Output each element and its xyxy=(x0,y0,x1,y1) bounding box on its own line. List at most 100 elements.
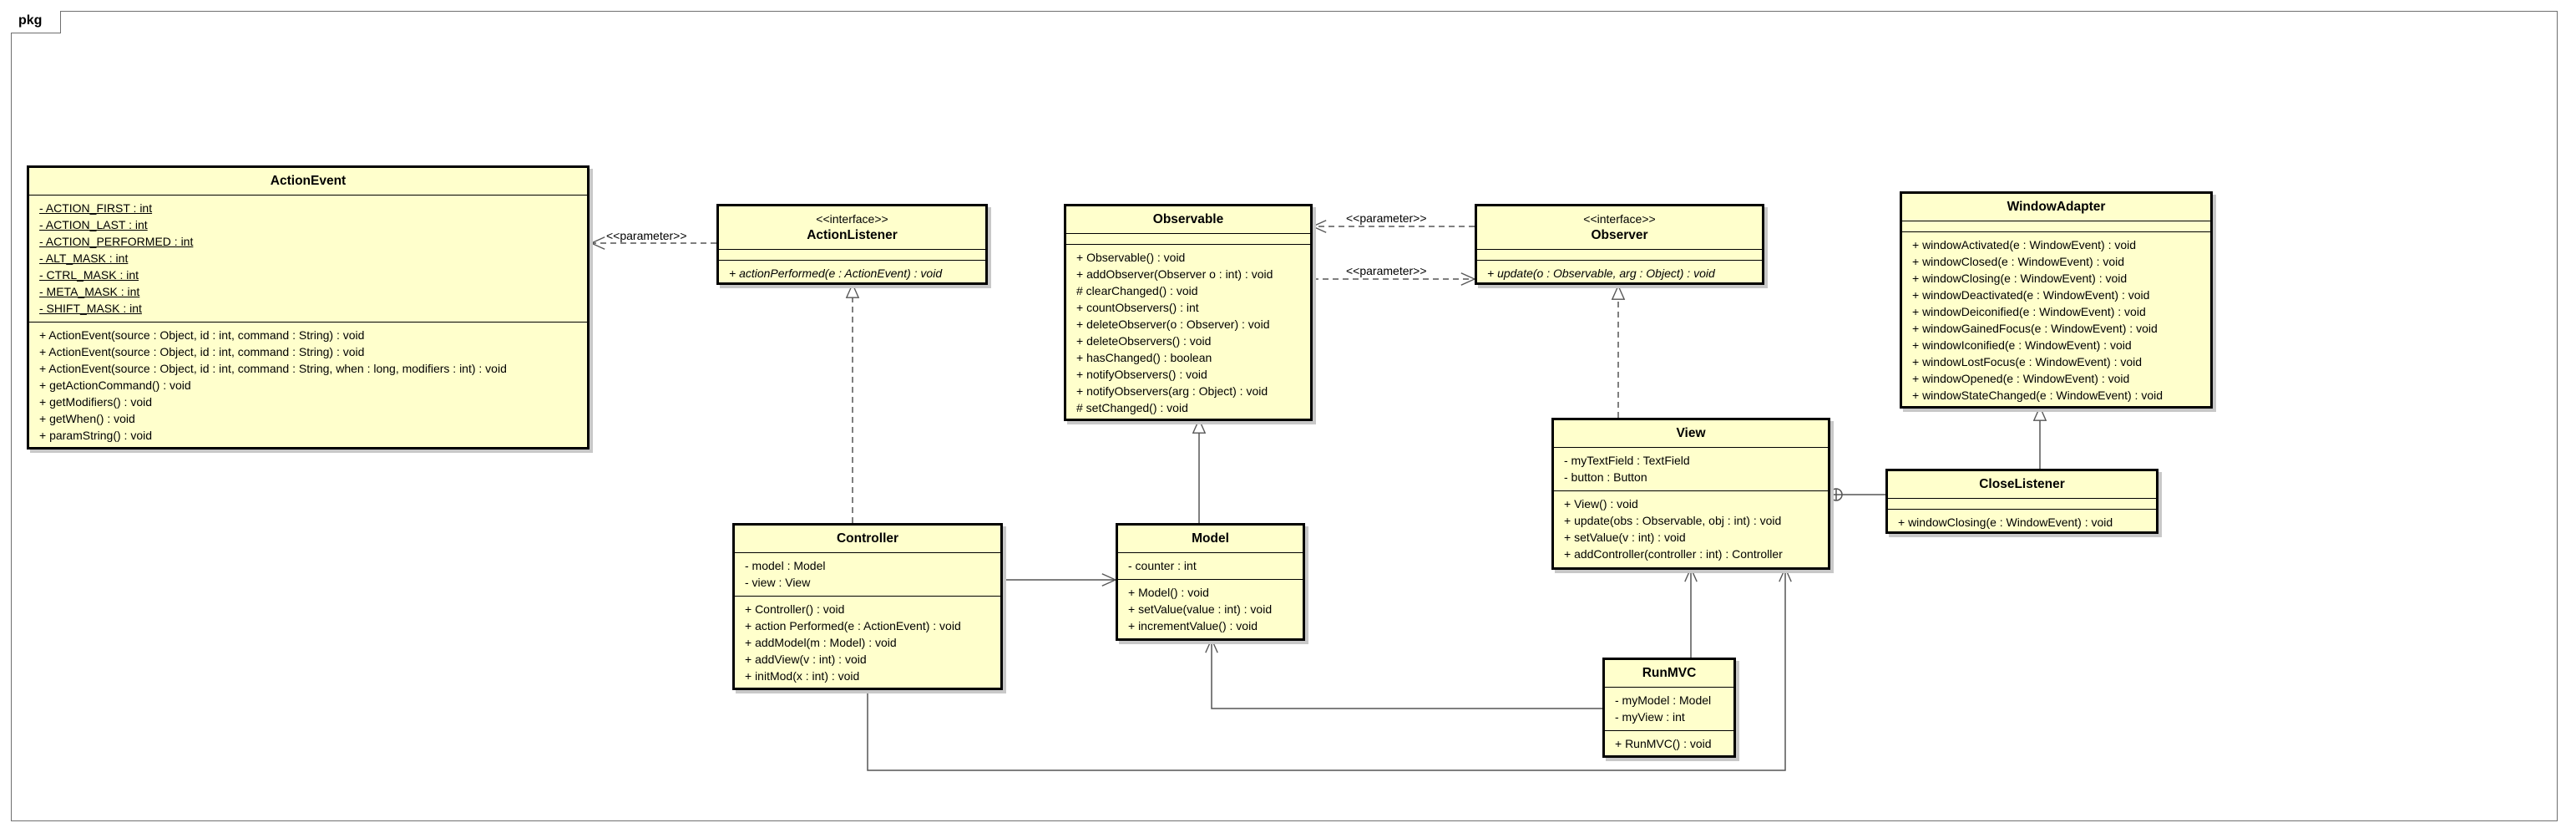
operation: + actionPerformed(e : ActionEvent) : voi… xyxy=(729,267,943,280)
class-name: View xyxy=(1676,426,1706,440)
operation: + windowClosed(e : WindowEvent) : void xyxy=(1912,255,2125,268)
attributes-compartment xyxy=(1888,499,2156,510)
class-name: WindowAdapter xyxy=(2007,200,2106,214)
operation: + hasChanged() : boolean xyxy=(1076,351,1212,364)
edge-label-parameter: <<parameter>> xyxy=(1346,264,1427,277)
class-name: ActionListener xyxy=(807,228,898,242)
operation: + windowDeactivated(e : WindowEvent) : v… xyxy=(1912,288,2150,302)
operation: + Model() : void xyxy=(1128,586,1209,599)
operation: + action Performed(e : ActionEvent) : vo… xyxy=(745,619,961,632)
class-close-listener[interactable]: CloseListener + windowClosing(e : Window… xyxy=(1885,469,2158,534)
operation: + addController(controller : int) : Cont… xyxy=(1564,547,1783,561)
operation: + initMod(x : int) : void xyxy=(745,669,860,683)
stereotype: <<interface>> xyxy=(816,212,888,226)
attribute: - META_MASK : int xyxy=(39,285,140,298)
operation: + paramString() : void xyxy=(39,429,152,442)
class-action-listener[interactable]: <<interface>> ActionListener + actionPer… xyxy=(716,204,988,285)
class-controller[interactable]: Controller - model : Model - view : View… xyxy=(732,523,1003,690)
operation: + RunMVC() : void xyxy=(1615,737,1712,750)
class-model[interactable]: Model - counter : int + Model() : void +… xyxy=(1116,523,1305,641)
attribute: - view : View xyxy=(745,576,811,589)
operation: + countObservers() : int xyxy=(1076,301,1199,314)
operation: + windowStateChanged(e : WindowEvent) : … xyxy=(1912,389,2163,402)
attribute: - SHIFT_MASK : int xyxy=(39,302,142,315)
operation: + notifyObservers(arg : Object) : void xyxy=(1076,384,1268,398)
operation: + getWhen() : void xyxy=(39,412,135,425)
nesting-circle-plus-icon xyxy=(1830,488,1843,501)
operations-compartment: + windowActivated(e : WindowEvent) : voi… xyxy=(1902,232,2210,409)
attributes-compartment: - ACTION_FIRST : int - ACTION_LAST : int… xyxy=(29,196,587,323)
operation: + Controller() : void xyxy=(745,602,845,616)
attribute: - ACTION_PERFORMED : int xyxy=(39,235,194,248)
operation: + ActionEvent(source : Object, id : int,… xyxy=(39,345,365,358)
operation: + update(o : Observable, arg : Object) :… xyxy=(1487,267,1715,280)
class-name: Observable xyxy=(1152,212,1224,226)
operation: + update(obs : Observable, obj : int) : … xyxy=(1564,514,1782,527)
operations-compartment: + RunMVC() : void xyxy=(1605,731,1733,757)
attribute: - myTextField : TextField xyxy=(1564,454,1690,467)
operations-compartment: + actionPerformed(e : ActionEvent) : voi… xyxy=(719,261,985,287)
edge-label-parameter: <<parameter>> xyxy=(1346,211,1427,225)
association-runmvc-model xyxy=(1212,639,1602,709)
operation: + getActionCommand() : void xyxy=(39,378,191,392)
package-frame xyxy=(11,11,2558,821)
operations-compartment: + ActionEvent(source : Object, id : int,… xyxy=(29,323,587,449)
class-window-adapter[interactable]: WindowAdapter + windowActivated(e : Wind… xyxy=(1900,191,2213,409)
class-name: ActionEvent xyxy=(270,174,347,188)
attribute: - CTRL_MASK : int xyxy=(39,268,139,282)
attribute: - ACTION_FIRST : int xyxy=(39,201,153,215)
operation: + setValue(v : int) : void xyxy=(1564,531,1686,544)
attribute: - counter : int xyxy=(1128,559,1197,572)
attributes-compartment xyxy=(1066,234,1310,245)
attributes-compartment xyxy=(1477,250,1762,261)
attributes-compartment xyxy=(1902,221,2210,232)
class-view[interactable]: View - myTextField : TextField - button … xyxy=(1551,418,1830,570)
operation: + windowClosing(e : WindowEvent) : void xyxy=(1898,516,2113,529)
package-tab: pkg xyxy=(11,11,61,33)
operations-compartment: + Model() : void + setValue(value : int)… xyxy=(1118,580,1303,639)
class-run-mvc[interactable]: RunMVC - myModel : Model - myView : int … xyxy=(1602,658,1736,758)
class-action-event[interactable]: ActionEvent - ACTION_FIRST : int - ACTIO… xyxy=(27,165,590,450)
attribute: - button : Button xyxy=(1564,470,1647,484)
attribute: - ALT_MASK : int xyxy=(39,251,129,265)
operation: + addView(v : int) : void xyxy=(745,653,867,666)
class-observable[interactable]: Observable + Observable() : void + addOb… xyxy=(1064,204,1313,421)
operation: + ActionEvent(source : Object, id : int,… xyxy=(39,328,365,342)
operation: + View() : void xyxy=(1564,497,1638,510)
operation: + windowDeiconified(e : WindowEvent) : v… xyxy=(1912,305,2146,318)
class-name: Model xyxy=(1192,531,1229,546)
operation: # setChanged() : void xyxy=(1076,401,1188,414)
class-name: CloseListener xyxy=(1979,477,2065,491)
operation: + Observable() : void xyxy=(1076,251,1186,264)
operations-compartment: + View() : void + update(obs : Observabl… xyxy=(1554,491,1828,567)
operation: # clearChanged() : void xyxy=(1076,284,1198,297)
attribute: - myModel : Model xyxy=(1615,693,1712,707)
operation: + getModifiers() : void xyxy=(39,395,152,409)
class-name: RunMVC xyxy=(1642,666,1697,680)
operations-compartment: + update(o : Observable, arg : Object) :… xyxy=(1477,261,1762,287)
operation: + incrementValue() : void xyxy=(1128,619,1258,632)
stereotype: <<interface>> xyxy=(1583,212,1656,226)
attribute: - model : Model xyxy=(745,559,826,572)
operations-compartment: + windowClosing(e : WindowEvent) : void xyxy=(1888,510,2156,536)
class-observer[interactable]: <<interface>> Observer + update(o : Obse… xyxy=(1475,204,1764,285)
operation: + windowOpened(e : WindowEvent) : void xyxy=(1912,372,2130,385)
operations-compartment: + Observable() : void + addObserver(Obse… xyxy=(1066,245,1310,421)
attribute: - myView : int xyxy=(1615,710,1685,724)
package-label: pkg xyxy=(18,13,43,28)
attributes-compartment: - model : Model - view : View xyxy=(735,553,1000,597)
operation: + windowIconified(e : WindowEvent) : voi… xyxy=(1912,338,2132,352)
operation: + notifyObservers() : void xyxy=(1076,368,1207,381)
operation: + setValue(value : int) : void xyxy=(1128,602,1273,616)
edge-label-parameter: <<parameter>> xyxy=(606,229,687,242)
attributes-compartment: - myModel : Model - myView : int xyxy=(1605,688,1733,731)
association-controller-view xyxy=(867,568,1785,771)
operations-compartment: + Controller() : void + action Performed… xyxy=(735,597,1000,689)
attributes-compartment xyxy=(719,250,985,261)
attributes-compartment: - counter : int xyxy=(1118,553,1303,580)
class-name: Observer xyxy=(1591,228,1648,242)
operation: + windowGainedFocus(e : WindowEvent) : v… xyxy=(1912,322,2158,335)
operation: + windowLostFocus(e : WindowEvent) : voi… xyxy=(1912,355,2143,368)
attributes-compartment: - myTextField : TextField - button : But… xyxy=(1554,448,1828,491)
